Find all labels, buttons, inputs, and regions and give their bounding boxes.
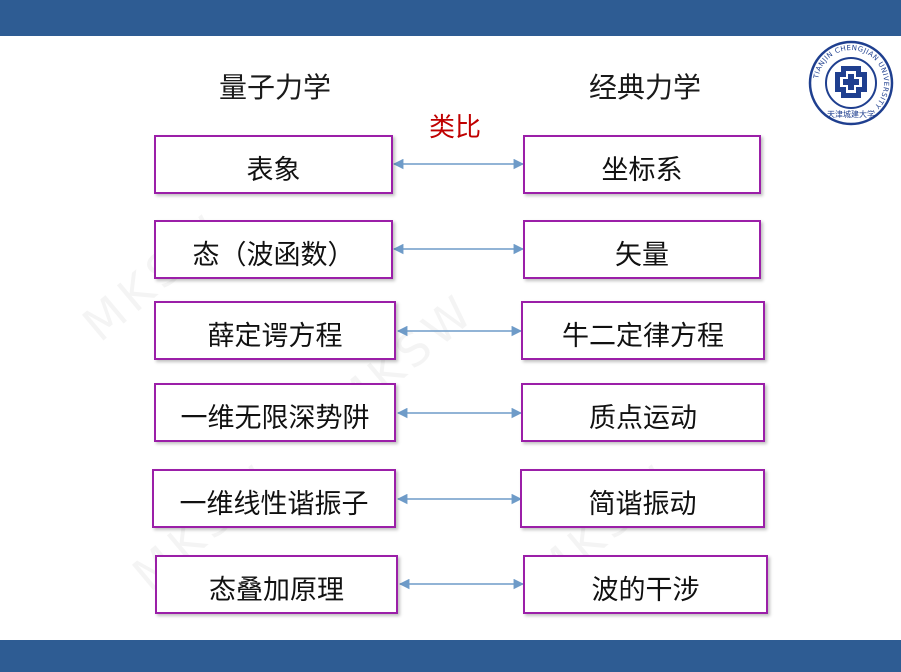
classical-concept-box: 矢量 <box>523 220 761 279</box>
quantum-concept-box: 态叠加原理 <box>155 555 398 614</box>
quantum-concept-box: 一维无限深势阱 <box>154 383 396 442</box>
quantum-concept-label: 一维无限深势阱 <box>180 403 370 434</box>
quantum-concept-box: 表象 <box>154 135 393 194</box>
classical-concept-box: 简谐振动 <box>520 469 765 528</box>
quantum-concept-box: 态（波函数） <box>154 220 393 279</box>
classical-concept-label: 坐标系 <box>601 155 683 186</box>
classical-concept-box: 质点运动 <box>521 383 765 442</box>
bottom-banner <box>0 640 901 672</box>
classical-concept-label: 牛二定律方程 <box>562 321 724 352</box>
quantum-concept-label: 一维线性谐振子 <box>179 489 369 520</box>
quantum-concept-label: 态（波函数） <box>192 240 355 271</box>
university-logo: TIANJIN CHENGJIAN UNIVERSITY 天津城建大学 <box>808 40 894 126</box>
classical-concept-label: 简谐振动 <box>588 489 697 520</box>
quantum-concept-label: 态叠加原理 <box>209 575 344 606</box>
analogy-label: 类比 <box>428 113 481 143</box>
classical-concept-box: 波的干涉 <box>523 555 768 614</box>
quantum-concept-label: 表象 <box>246 155 301 186</box>
quantum-concept-label: 薛定谔方程 <box>207 321 343 352</box>
classical-concept-label: 波的干涉 <box>591 575 700 606</box>
classical-concept-label: 质点运动 <box>589 403 697 434</box>
quantum-concept-box: 薛定谔方程 <box>154 301 396 360</box>
classical-concept-box: 牛二定律方程 <box>521 301 765 360</box>
classical-concept-box: 坐标系 <box>523 135 761 194</box>
logo-script-text: 天津城建大学 <box>827 109 875 119</box>
quantum-mechanics-heading: 量子力学 <box>218 71 331 104</box>
quantum-concept-box: 一维线性谐振子 <box>152 469 396 528</box>
top-banner <box>0 0 901 36</box>
classical-mechanics-heading: 经典力学 <box>588 71 701 104</box>
classical-concept-label: 矢量 <box>615 240 669 271</box>
